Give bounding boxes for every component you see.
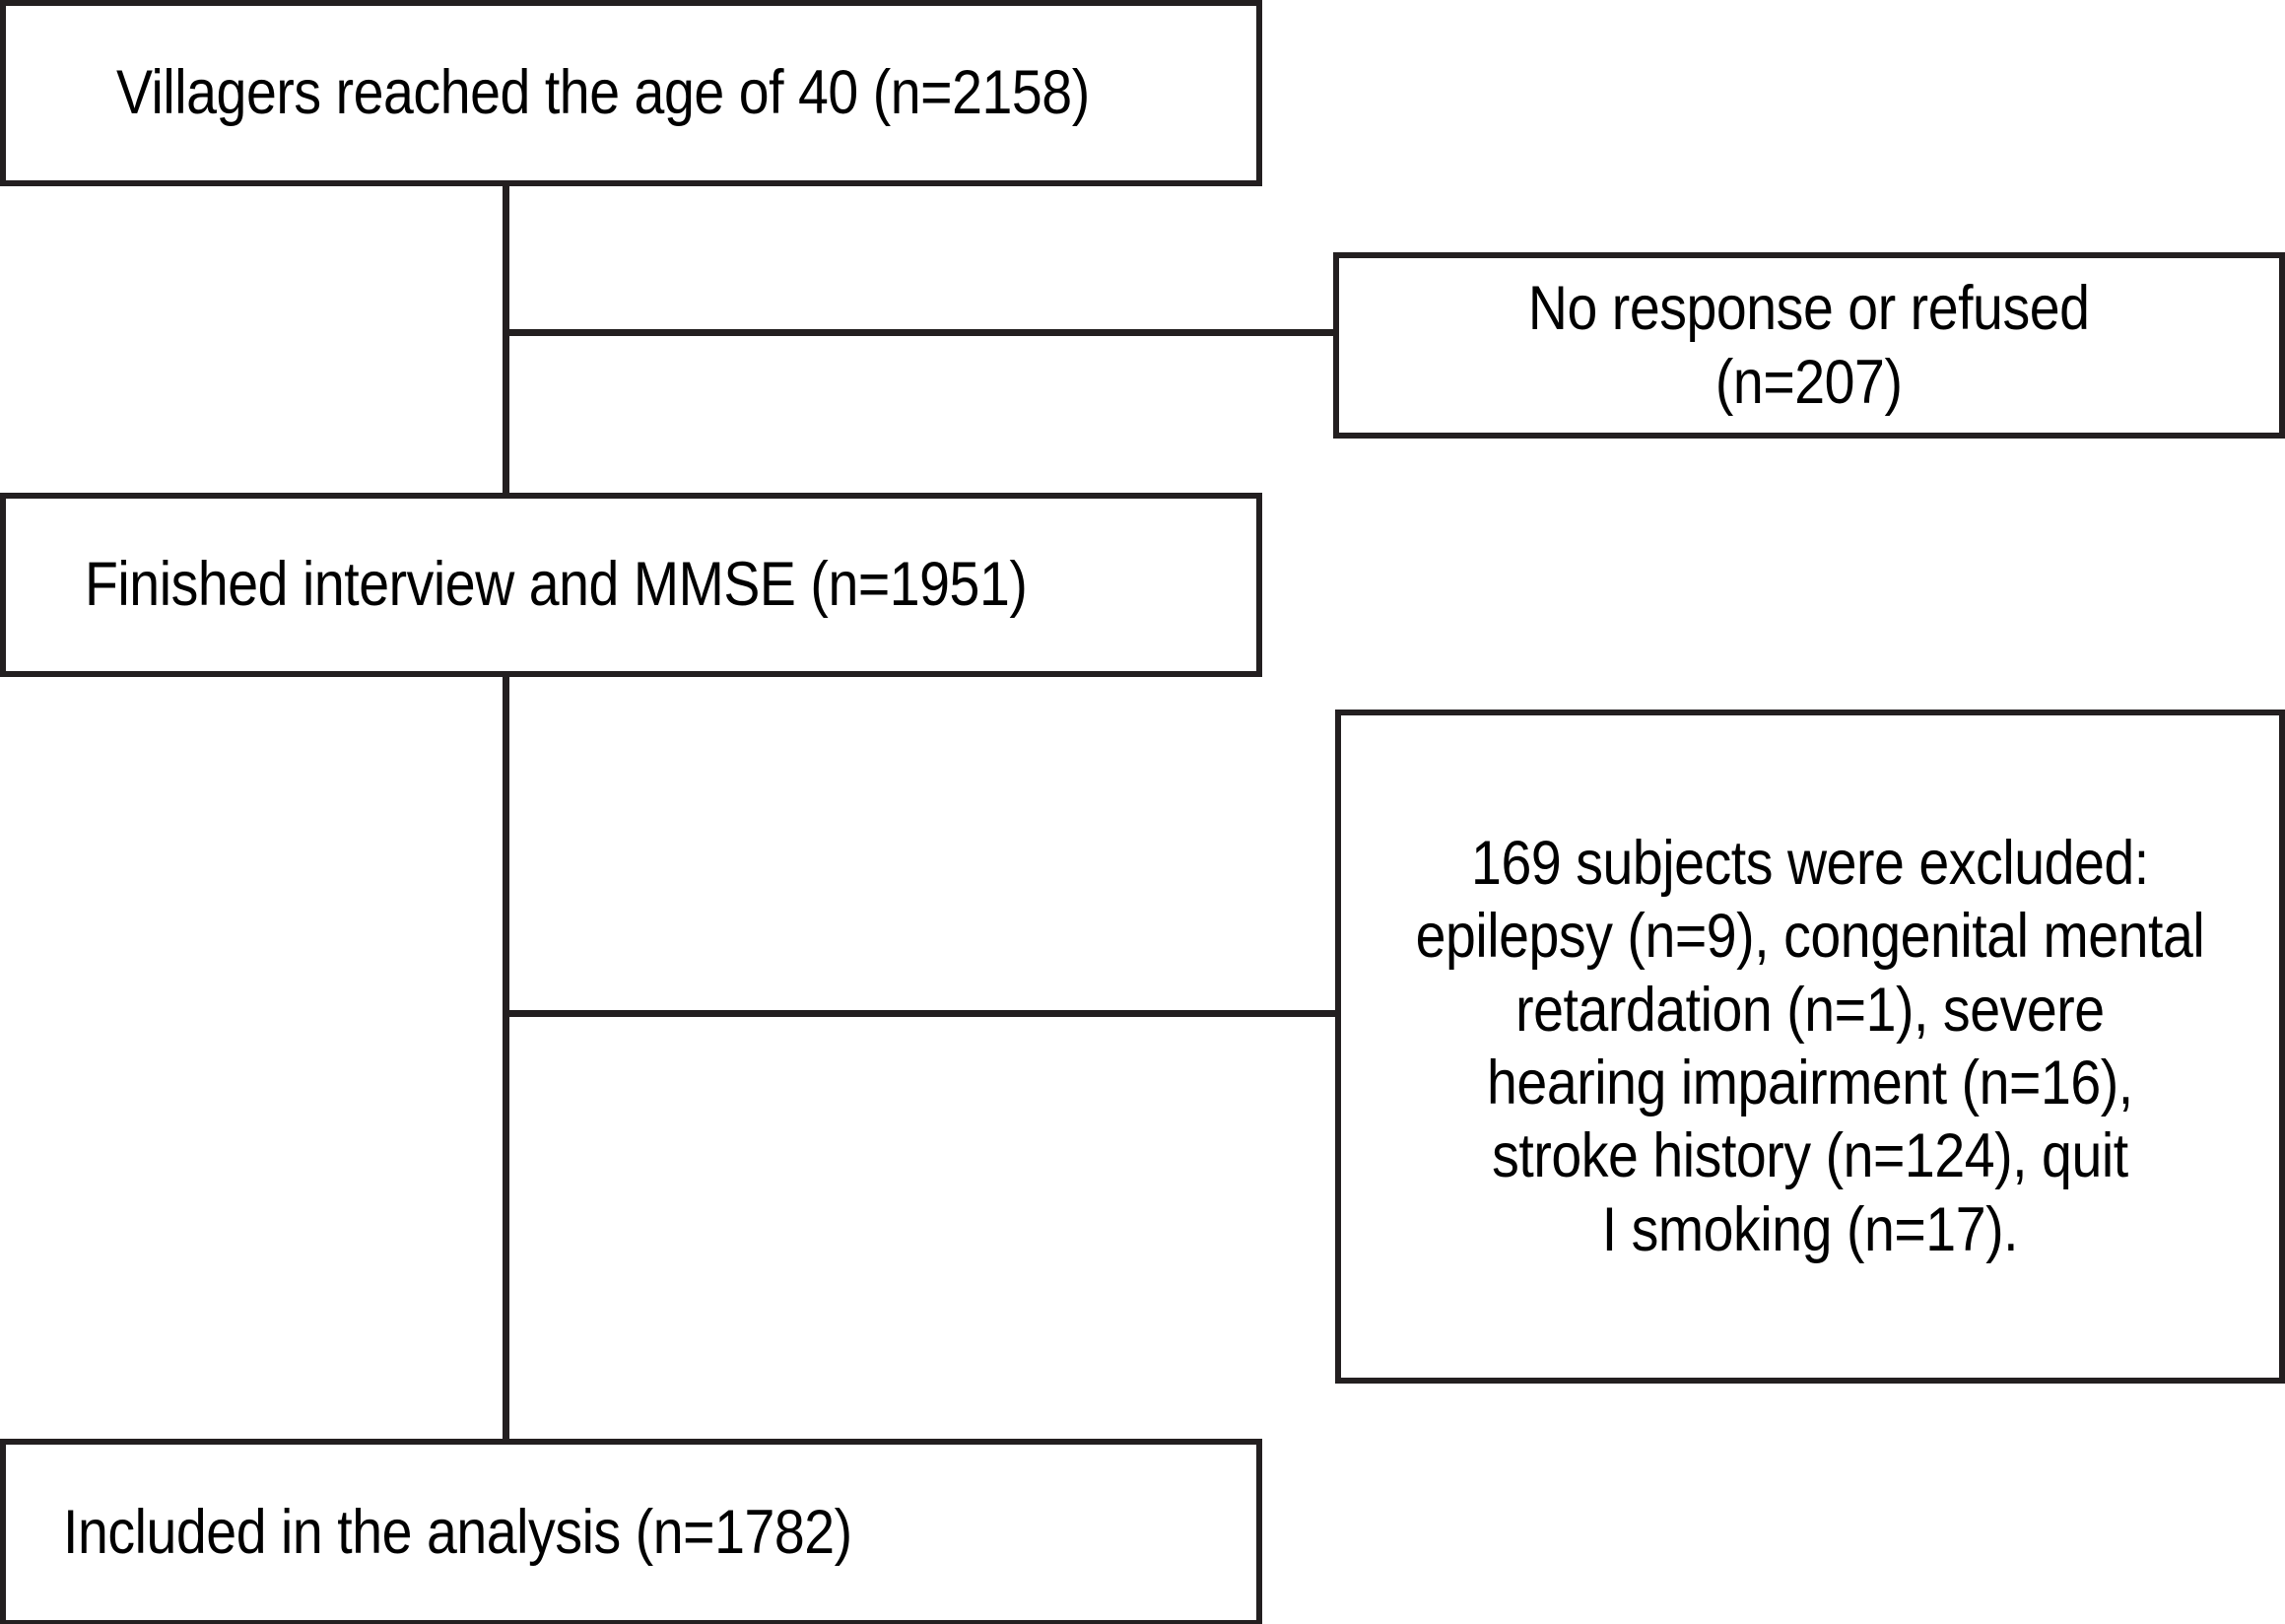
node-finished-label: Finished interview and MMSE (n=1951)	[85, 550, 1028, 620]
node-subjects-excluded: 169 subjects were excluded:epilepsy (n=9…	[1335, 710, 2285, 1384]
node-included-label: Included in the analysis (n=1782)	[63, 1497, 852, 1567]
node-no-response-text: No response or refused(n=207)	[1528, 272, 2090, 419]
node-excluded-line6: I smoking (n=17).	[1601, 1194, 2019, 1264]
node-no-response-line1: No response or refused	[1528, 274, 2090, 344]
node-excluded-line3: retardation (n=1), severe	[1515, 975, 2105, 1045]
node-excluded-line2: epilepsy (n=9), congenital mental	[1415, 902, 2205, 972]
node-no-response-or-refused: No response or refused(n=207)	[1333, 252, 2285, 439]
node-enrolled-label: Villagers reached the age of 40 (n=2158)	[116, 58, 1090, 128]
node-excluded-text: 169 subjects were excluded:epilepsy (n=9…	[1416, 827, 2205, 1266]
node-villagers-reached-age-40: Villagers reached the age of 40 (n=2158)	[0, 0, 1262, 186]
node-included-in-analysis: Included in the analysis (n=1782)	[0, 1439, 1262, 1624]
node-finished-interview-mmse: Finished interview and MMSE (n=1951)	[0, 493, 1262, 677]
node-no-response-line2: (n=207)	[1715, 347, 1903, 417]
connector-branch-to-no-response	[505, 329, 1336, 336]
node-excluded-line1: 169 subjects were excluded:	[1471, 829, 2149, 899]
connector-vertical-spine	[503, 180, 509, 1442]
node-excluded-line4: hearing impairment (n=16),	[1487, 1049, 2133, 1117]
connector-branch-to-excluded	[505, 1010, 1338, 1017]
node-excluded-line5: stroke history (n=124), quit	[1492, 1121, 2128, 1191]
